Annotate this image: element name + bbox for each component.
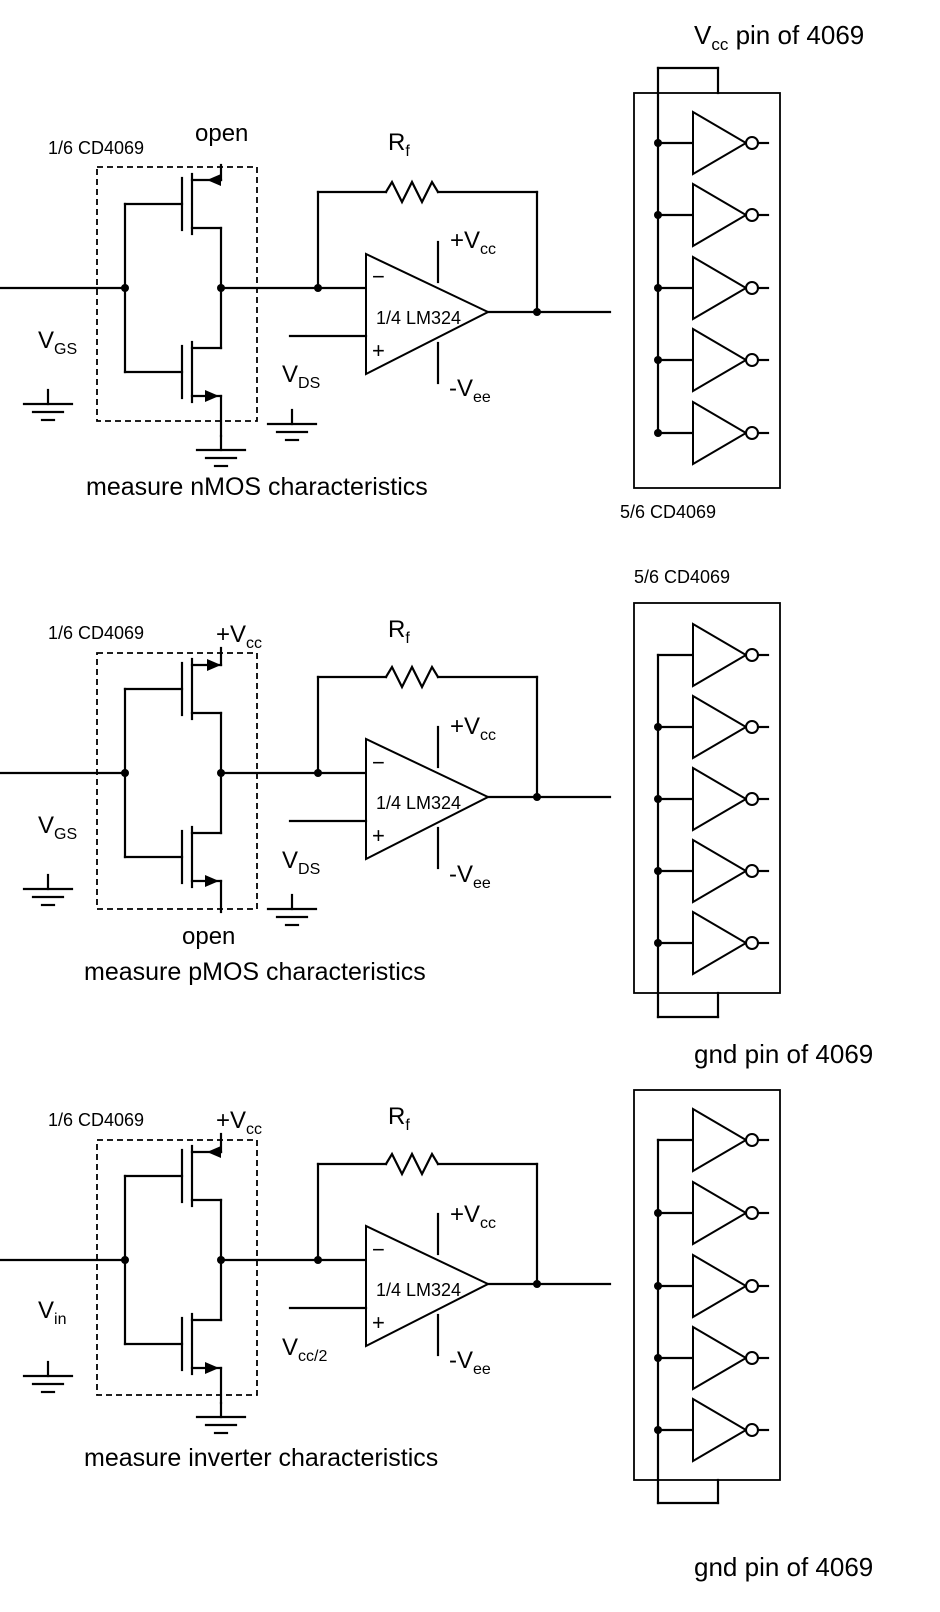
minus-vee-label: -Vee: [449, 1347, 491, 1378]
chip-block-2: 5/6 CD4069 gnd pin of 4069: [633, 567, 873, 1069]
rf-label: Rf: [388, 616, 410, 647]
vds-label: VDS: [282, 361, 320, 392]
vin-label: Vin: [38, 1297, 66, 1328]
section-inverter: 1/6 CD4069 +Vcc Rf +Vcc -Vee Vin Vcc/2 1…: [0, 1103, 612, 1472]
gnd-pin-label: gnd pin of 4069: [694, 1039, 873, 1069]
minus-vee-label: -Vee: [449, 375, 491, 406]
vgs-label: VGS: [38, 812, 77, 843]
chip-outline: [96, 1139, 258, 1396]
inverting-sign: −: [372, 750, 385, 775]
chip-body: [633, 602, 781, 994]
vds-label: VDS: [282, 847, 320, 878]
chip-block-3: gnd pin of 4069: [633, 1089, 873, 1582]
vcc-half-label: Vcc/2: [282, 1334, 327, 1365]
plus-vcc-label: +Vcc: [450, 713, 496, 744]
chip-label: 1/6 CD4069: [48, 138, 144, 158]
plus-vcc-label: +Vcc: [450, 1201, 496, 1232]
chip-block-label: 5/6 CD4069: [634, 567, 730, 587]
section-nmos: 1/6 CD4069 open Rf +Vcc -Vee VGS VDS 1/4…: [0, 120, 612, 501]
open-terminal-label: open: [182, 923, 235, 950]
section-caption: measure nMOS characteristics: [86, 473, 428, 501]
vgs-label: VGS: [38, 327, 77, 358]
chip-outline: [96, 166, 258, 422]
inverting-sign: −: [372, 264, 385, 289]
minus-vee-label: -Vee: [449, 861, 491, 892]
gnd-pin-label: gnd pin of 4069: [694, 1552, 873, 1582]
section-pmos: 1/6 CD4069 +Vcc open Rf +Vcc -Vee VGS VD…: [0, 616, 612, 986]
plus-vcc-label: +Vcc: [450, 227, 496, 258]
chip-label: 1/6 CD4069: [48, 1110, 144, 1130]
chip-block-1: Vcc pin of 4069 5/6 CD4069: [620, 20, 864, 522]
plus-vcc-terminal-label: +Vcc: [216, 1107, 262, 1138]
opamp-label: 1/4 LM324: [376, 1280, 461, 1300]
open-terminal-label: open: [195, 120, 248, 147]
section-caption: measure pMOS characteristics: [84, 958, 426, 986]
opamp-label: 1/4 LM324: [376, 308, 461, 328]
noninverting-sign: +: [372, 823, 385, 848]
inverting-sign: −: [372, 1237, 385, 1262]
rf-label: Rf: [388, 1103, 410, 1134]
chip-body: [633, 92, 781, 489]
chip-block-label: 5/6 CD4069: [620, 502, 716, 522]
section-caption: measure inverter characteristics: [84, 1444, 438, 1472]
rf-label: Rf: [388, 129, 410, 160]
noninverting-sign: +: [372, 1310, 385, 1335]
chip-outline: [96, 652, 258, 910]
opamp-label: 1/4 LM324: [376, 793, 461, 813]
chip-label: 1/6 CD4069: [48, 623, 144, 643]
chip-body: [633, 1089, 781, 1481]
plus-vcc-terminal-label: +Vcc: [216, 621, 262, 652]
noninverting-sign: +: [372, 338, 385, 363]
vcc-pin-label: Vcc pin of 4069: [694, 20, 864, 54]
